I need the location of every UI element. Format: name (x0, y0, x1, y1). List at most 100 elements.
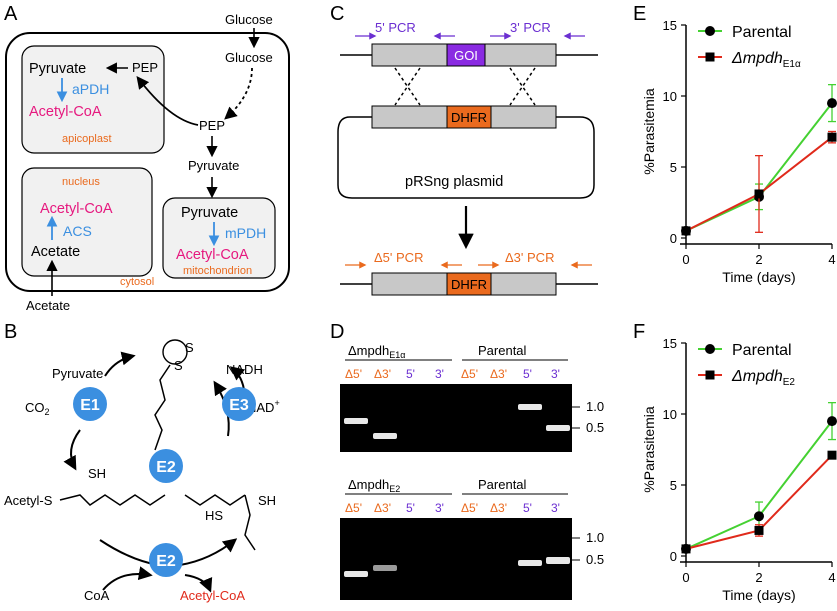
nadh-label: NADH (226, 362, 263, 377)
cytosol-label: cytosol (120, 276, 154, 288)
goi-box (446, 43, 486, 67)
mito-acetyl-coa-label: Acetyl-CoA (176, 247, 249, 263)
y-tick-label: 15 (663, 18, 677, 33)
acetyl-coa-output-arrow (184, 574, 213, 593)
x-axis-label: Time (days) (722, 269, 795, 285)
legend-marker-1 (705, 52, 715, 62)
gel-bottom-band-3 (518, 560, 542, 566)
y-tick-label: 0 (670, 231, 677, 246)
plasmid-backbone (337, 116, 595, 199)
lane-label-5: Δ5' (461, 367, 478, 381)
pcr3-label: 3' PCR (510, 20, 551, 35)
pep-import-arrow (136, 75, 199, 126)
acetate-outside-label: Acetate (26, 298, 70, 313)
e1-label: E1 (80, 397, 100, 414)
sulfur-2: S (174, 358, 183, 373)
e1-output-arrow (63, 429, 81, 471)
gel-top-left-title: ΔmpdhE1α (348, 343, 405, 360)
data-point-circle (827, 98, 837, 109)
lane-label-2: Δ3' (374, 367, 391, 381)
panel-b: B Pyruvate CO2 NADH NAD+ Acetyl-S Acetyl… (4, 321, 280, 603)
dhfr-box-locus (446, 272, 492, 296)
goi-label: GOI (454, 48, 478, 63)
panel-d: D ΔmpdhE1α Parental Δ5' Δ3' 5' 3' Δ5' Δ3… (330, 321, 604, 600)
e2-enzyme-bottom (149, 543, 183, 577)
nucleus-box (21, 167, 153, 277)
lipoyl-arm-right (184, 494, 246, 506)
glucose-inside-label: Glucose (225, 50, 273, 65)
data-point-square (681, 544, 691, 554)
glycolysis-arrow (224, 67, 253, 120)
legend-label-0: Parental (732, 24, 792, 41)
lane-label-6: Δ3' (490, 367, 507, 381)
lane-label-b8: 3' (551, 501, 560, 515)
y-tick-label: 10 (663, 407, 677, 422)
d3-pcr-label: Δ3' PCR (505, 250, 554, 265)
panel-label-b: B (4, 321, 17, 343)
marker-top-1: 1.0 (586, 399, 604, 414)
data-point-square (827, 450, 837, 460)
d5-pcr-label: Δ5' PCR (374, 250, 423, 265)
pyruvate-cytosol-label: Pyruvate (188, 158, 239, 173)
legend-label-0: Parental (732, 342, 792, 359)
panel-label-e: E (633, 3, 646, 25)
apdh-label: aPDH (72, 81, 109, 97)
data-point-square (754, 525, 764, 535)
x-tick-label: 0 (682, 570, 689, 585)
sulfur-1: S (185, 340, 194, 355)
apicoplast-pep-label: PEP (132, 60, 158, 75)
nucleus-acetate-label: Acetate (31, 244, 80, 260)
gel-bottom-lane-labels: Δ5' Δ3' 5' 3' Δ5' Δ3' 5' 3' (345, 501, 560, 515)
apicoplast-label: apicoplast (62, 133, 112, 145)
pcr5-label: 5' PCR (375, 20, 416, 35)
sh-label-1: SH (88, 466, 106, 481)
panel-a: A Glucose Glucose PEP Pyruvate Pyruvate … (4, 3, 290, 313)
lane-label-1: Δ5' (345, 367, 362, 381)
lane-label-3: 5' (406, 367, 415, 381)
panel-label-c: C (330, 3, 344, 25)
panel-label-f: F (633, 321, 645, 343)
lane-label-b1: Δ5' (345, 501, 362, 515)
gel-bottom-band-1 (344, 571, 368, 577)
data-point-square (681, 226, 691, 236)
y-tick-label: 5 (670, 478, 677, 493)
lane-label-b7: 5' (523, 501, 532, 515)
acetyl-coa-product-label: Acetyl-CoA (180, 588, 245, 603)
lane-label-b2: Δ3' (374, 501, 391, 515)
cell-membrane (5, 32, 290, 292)
sh-label-2: SH (258, 493, 276, 508)
mpdh-label: mPDH (225, 225, 266, 241)
e3-enzyme (222, 387, 256, 421)
marker-bottom-2: 0.5 (586, 552, 604, 567)
y-tick-label: 0 (670, 549, 677, 564)
legend-label-1: ΔmpdhE1α (731, 50, 801, 70)
e2-label-top: E2 (156, 459, 176, 476)
panel-label-a: A (4, 3, 18, 25)
gel-top-band-3 (518, 404, 542, 410)
legend-marker-0 (705, 344, 715, 354)
legend-marker-1 (705, 370, 715, 380)
pep-cytosol-label: PEP (199, 118, 225, 133)
y-axis-label: %Parasitemia (641, 88, 657, 175)
gel-bottom-band-2 (373, 565, 397, 571)
lane-label-8: 3' (551, 367, 560, 381)
lane-label-4: 3' (435, 367, 444, 381)
coa-label: CoA (84, 588, 110, 603)
legend-marker-0 (705, 26, 715, 36)
lane-label-b3: 5' (406, 501, 415, 515)
panel-label-d: D (330, 321, 344, 343)
gel-bottom-left-title: ΔmpdhE2 (348, 477, 400, 494)
marker-top-2: 0.5 (586, 420, 604, 435)
y-tick-label: 10 (663, 89, 677, 104)
mito-pyruvate-label: Pyruvate (181, 205, 238, 221)
marker-bottom-1: 1.0 (586, 530, 604, 545)
x-axis-label: Time (days) (722, 587, 795, 603)
gel-top-band-2 (373, 433, 397, 439)
dhfr-box-plasmid (446, 105, 492, 129)
lane-label-b6: Δ3' (490, 501, 507, 515)
nucleus-acetyl-coa-label: Acetyl-CoA (40, 201, 113, 217)
x-tick-label: 4 (828, 570, 835, 585)
lane-label-b5: Δ5' (461, 501, 478, 515)
